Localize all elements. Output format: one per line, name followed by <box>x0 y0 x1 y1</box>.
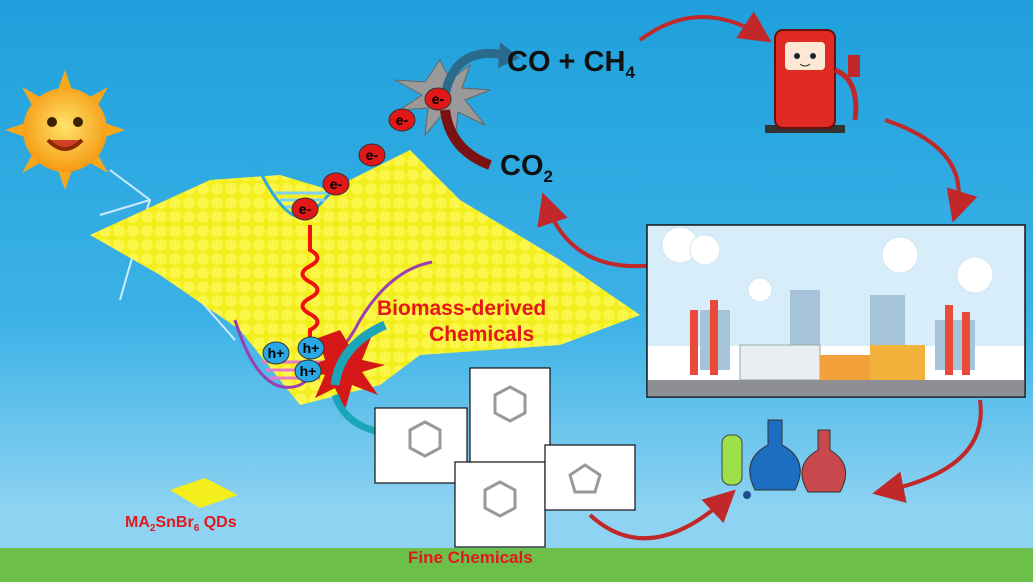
electron-label: e- <box>299 201 312 217</box>
sun-icon <box>5 70 125 190</box>
fine-chemicals-label: Fine Chemicals <box>408 548 533 567</box>
co-ch4-product-label: CO + CH4 <box>507 46 635 83</box>
molecule-icon <box>374 367 636 548</box>
electron-particle <box>291 197 319 221</box>
quantum-dot-crystal <box>90 150 640 405</box>
hole-particle <box>297 336 325 360</box>
qd-label-sub: 2 <box>149 523 156 535</box>
cycle-arrows <box>537 11 983 541</box>
qd-label-part: SnBr <box>155 514 194 531</box>
electron-particle <box>322 172 350 196</box>
hole-particle <box>262 341 290 365</box>
flasks-icon <box>721 419 847 499</box>
quantum-dot-swatch <box>170 478 238 508</box>
fuel-pump-icon <box>765 29 860 133</box>
co2-reactant-label: CO2 <box>500 150 553 187</box>
qd-label-part: MA <box>125 514 150 531</box>
co-ch4-text: CO + CH <box>507 46 626 78</box>
ch4-subscript: 4 <box>625 62 635 82</box>
co2-text: CO <box>500 150 544 182</box>
fine-chemicals-arrow <box>331 393 381 436</box>
electron-label: e- <box>396 112 409 128</box>
hole-particle <box>294 359 322 383</box>
co2-arrow <box>440 109 492 170</box>
electron-label: e- <box>366 147 379 163</box>
electron-particle <box>424 87 452 111</box>
biomass-arrow <box>330 320 387 386</box>
qd-label-part: QDs <box>199 514 237 531</box>
biomass-label-line2: Chemicals <box>429 323 535 346</box>
biomass-derived-chemicals-label: Biomass-derived Chemicals <box>377 296 546 348</box>
qd-label: MA2SnBr6 QDs <box>125 514 237 534</box>
co2-subscript: 2 <box>543 166 553 186</box>
electron-particle <box>388 108 416 132</box>
biomass-label-line1: Biomass-derived <box>377 297 547 320</box>
grass <box>0 548 1033 582</box>
excitation-wave <box>300 225 320 340</box>
factory-icon <box>646 224 1026 398</box>
hole-label: h+ <box>303 340 320 356</box>
hole-label: h+ <box>300 363 317 379</box>
electron-label: e- <box>330 176 343 192</box>
co-arrow <box>440 48 506 97</box>
qd-label-sub: 6 <box>193 523 200 535</box>
electron-particle <box>358 143 386 167</box>
electron-label: e- <box>432 91 445 107</box>
hole-label: h+ <box>268 345 285 361</box>
